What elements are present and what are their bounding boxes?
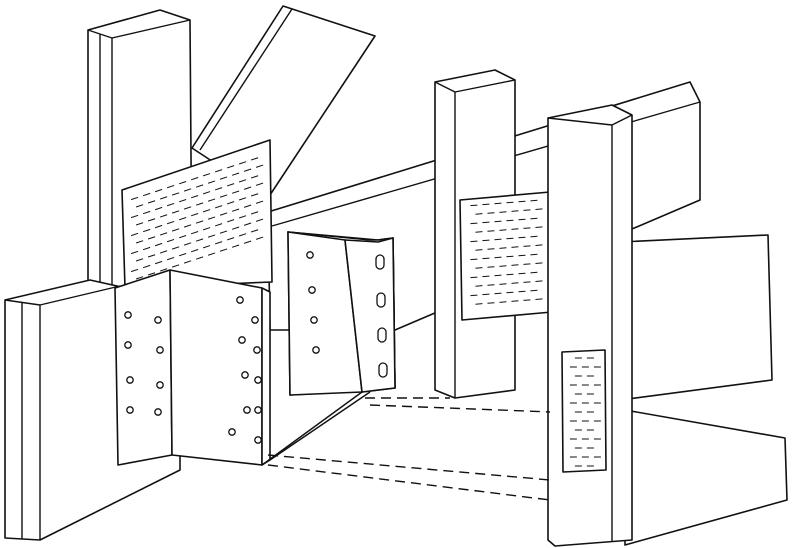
nail-hole xyxy=(124,341,132,349)
nail-hole xyxy=(308,286,316,294)
dashed-guides xyxy=(267,397,551,501)
nail-hole xyxy=(126,406,134,414)
nail-hole xyxy=(238,336,246,344)
nail-hole xyxy=(253,346,261,354)
joist-hanger-right xyxy=(287,231,396,396)
nail-hole xyxy=(310,316,318,324)
joist-hanger-left xyxy=(114,269,371,466)
bolt-slot xyxy=(375,254,385,270)
nail-hole xyxy=(306,251,314,259)
bolt-slot xyxy=(378,362,388,378)
mesh-plate-bottom xyxy=(561,349,607,473)
mesh-hatch-left xyxy=(130,157,264,280)
mesh-plate-right xyxy=(459,191,553,321)
nail-hole xyxy=(254,376,262,384)
nail-hole xyxy=(254,436,262,444)
nail-hole xyxy=(312,346,320,354)
bolt-slot xyxy=(376,292,386,308)
nail-hole xyxy=(124,311,132,319)
mesh-hatch-right xyxy=(470,199,543,305)
bolt-slot xyxy=(377,327,387,343)
nail-hole xyxy=(156,346,164,354)
right-beam-back xyxy=(619,234,773,401)
nail-hole xyxy=(126,376,134,384)
nail-hole xyxy=(254,406,262,414)
nail-hole xyxy=(228,428,236,436)
right-beam-bottom xyxy=(624,409,788,546)
nail-hole xyxy=(154,408,162,416)
mesh-hatch-bottom xyxy=(569,357,601,467)
nail-hole xyxy=(156,381,164,389)
nail-hole xyxy=(243,406,251,414)
nail-hole xyxy=(154,316,162,324)
nail-hole xyxy=(251,316,259,324)
nail-hole xyxy=(241,371,249,379)
right-post-front xyxy=(547,104,633,547)
nail-hole xyxy=(236,296,244,304)
